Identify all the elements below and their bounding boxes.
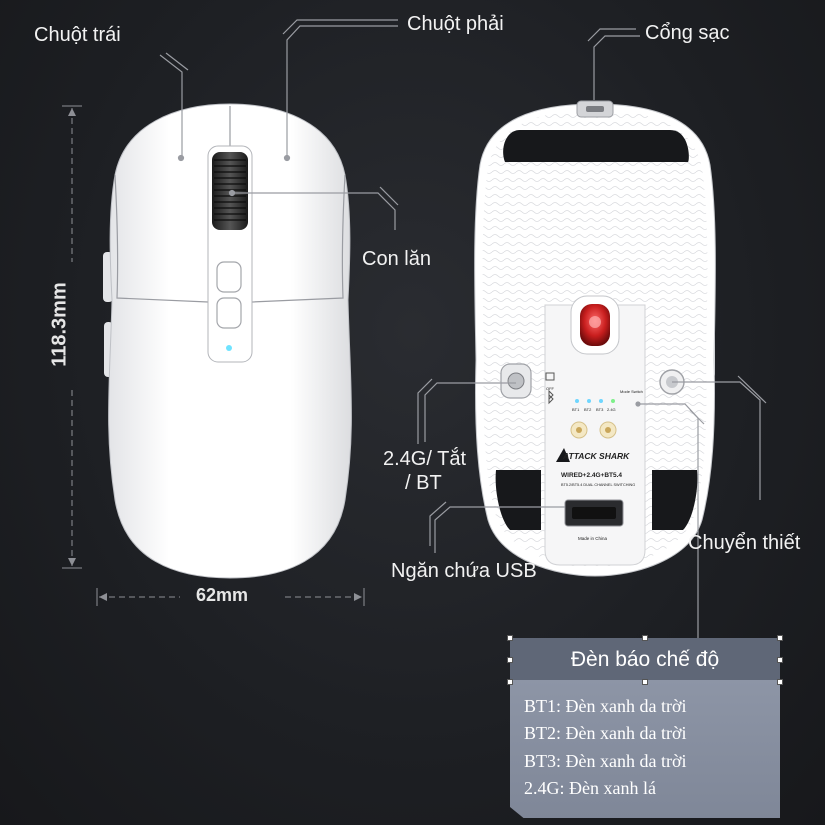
selection-handle[interactable] — [507, 657, 513, 663]
indicator-panel-header: Đèn báo chế độ — [510, 638, 780, 680]
tagline-print: BT5.2/BT5.4 DUAL CHANNEL SWITCHING — [561, 483, 635, 487]
off-print: OFF — [546, 386, 555, 391]
indicator-line-24g: 2.4G: Đèn xanh lá — [524, 778, 656, 798]
charging-port-label: Cổng sạc — [645, 22, 730, 44]
width-dimension: 62mm — [196, 585, 249, 605]
led-label-24g: 2.4G — [607, 407, 616, 412]
mode-switch-label-line1: 2.4G/ Tắt — [383, 448, 467, 470]
led-label-bt2: BT2 — [584, 407, 592, 412]
brand-print: ATTACK SHARK — [562, 451, 630, 461]
scroll-wheel-label: Con lăn — [362, 248, 431, 270]
selection-handle[interactable] — [642, 635, 648, 641]
model-print: WIRED+2.4G+BT5.4 — [561, 472, 622, 479]
indicator-panel: Đèn báo chế độ BT1: Đèn xanh da trời BT2… — [510, 638, 780, 818]
length-dimension: 118.3mm — [48, 282, 71, 367]
mouse-top-view — [103, 103, 352, 579]
left-click-label: Chuột trái — [34, 24, 121, 46]
usb-storage-label: Ngăn chứa USB — [391, 560, 537, 582]
led-label-bt1: BT1 — [572, 407, 580, 412]
dimension-lines — [62, 105, 365, 606]
indicator-line-bt2: BT2: Đèn xanh da trời — [524, 723, 687, 743]
mode-switch-print: Mode Switch — [620, 389, 643, 394]
selection-handle[interactable] — [507, 635, 513, 641]
switch-device-label: Chuyển thiết — [688, 532, 801, 554]
led-label-bt3: BT3 — [596, 407, 604, 412]
origin-print: Made in China — [578, 536, 608, 541]
indicator-line-bt3: BT3: Đèn xanh da trời — [524, 751, 687, 771]
selection-handle[interactable] — [777, 635, 783, 641]
callout-lines — [159, 19, 767, 645]
indicator-line-bt1: BT1: Đèn xanh da trời — [524, 696, 687, 716]
selection-handle[interactable] — [642, 679, 648, 685]
selection-handle[interactable] — [777, 657, 783, 663]
indicator-panel-title: Đèn báo chế độ — [570, 648, 720, 671]
mode-switch-label-line2: / BT — [405, 472, 442, 494]
indicator-panel-body — [510, 680, 780, 818]
selection-handle[interactable] — [507, 679, 513, 685]
selection-handle[interactable] — [777, 679, 783, 685]
right-click-label: Chuột phải — [407, 13, 504, 35]
mouse-bottom-view — [474, 100, 716, 577]
